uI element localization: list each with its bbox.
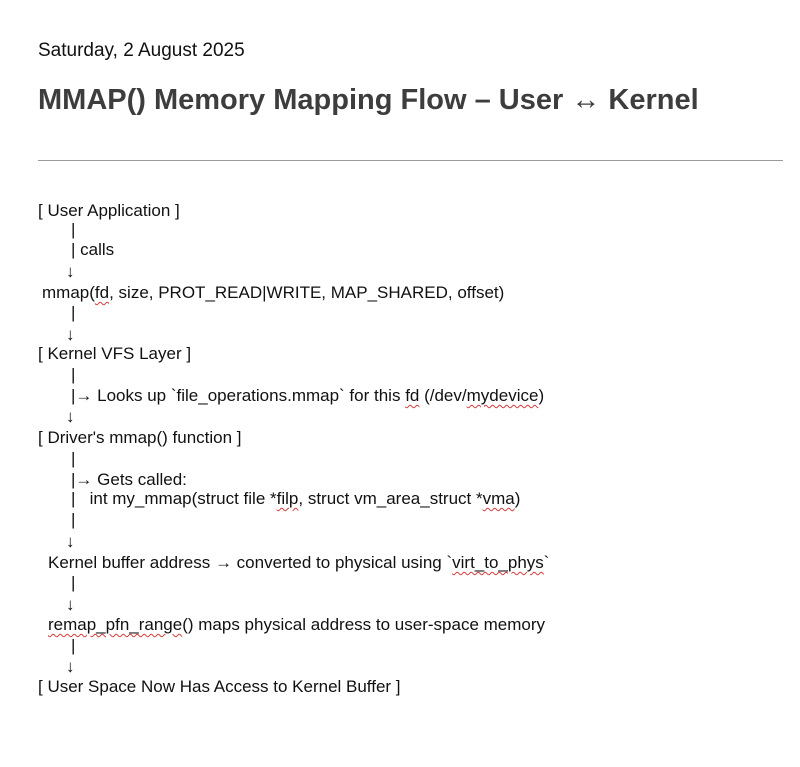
lookup-fd: fd	[405, 386, 420, 405]
title-divider	[38, 160, 783, 161]
mmap-call-line: mmap(fd, size, PROT_READ|WRITE, MAP_SHAR…	[42, 283, 504, 303]
remap-text: () maps physical address to user-space m…	[182, 615, 546, 634]
down-arrow: ↓	[66, 325, 75, 344]
signature-start: | int my_mmap(struct file *	[71, 489, 277, 508]
user-application-box: [ User Application ]	[38, 201, 180, 220]
down-arrow: ↓	[66, 407, 75, 426]
connector-line: |	[71, 220, 76, 239]
kernel-vfs-layer-box: [ Kernel VFS Layer ]	[38, 344, 192, 363]
kernel-buffer-text: Kernel buffer address → converted to phy…	[48, 553, 453, 572]
down-arrow: ↓	[66, 657, 75, 676]
mmap-args: , size, PROT_READ|WRITE, MAP_SHARED, off…	[109, 283, 505, 302]
remap-pfn-range-fn: remap_pfn_range	[48, 615, 183, 634]
lookup-line: |→ Looks up `file_operations.mmap` for t…	[71, 386, 544, 406]
connector-line: |	[71, 449, 76, 468]
connector-line: |	[71, 365, 76, 384]
kernel-buffer-close: `	[543, 553, 550, 572]
connector-line: |	[71, 303, 76, 322]
mmap-prefix: mmap(	[42, 283, 95, 302]
lookup-close: )	[538, 386, 545, 405]
lookup-text: |→ Looks up `file_operations.mmap` for t…	[71, 386, 406, 405]
signature-close: )	[514, 489, 521, 508]
calls-label: | calls	[71, 240, 115, 259]
page-title: MMAP() Memory Mapping Flow – User ↔ Kern…	[38, 84, 699, 116]
function-signature-line: | int my_mmap(struct file *filp, struct …	[71, 489, 520, 509]
signature-mid: , struct vm_area_struct *	[298, 489, 483, 508]
connector-line: |	[71, 636, 76, 655]
connector-line: |	[71, 510, 76, 529]
user-space-access-box: [ User Space Now Has Access to Kernel Bu…	[38, 677, 401, 696]
down-arrow: ↓	[66, 532, 75, 551]
down-arrow: ↓	[66, 595, 75, 614]
lookup-device: mydevice	[466, 386, 539, 405]
remap-line: remap_pfn_range() maps physical address …	[48, 615, 545, 635]
lookup-path: (/dev/	[419, 386, 467, 405]
signature-vma: vma	[482, 489, 515, 508]
mmap-fd-arg: fd	[94, 283, 110, 302]
gets-called-line: |→ Gets called:	[71, 470, 187, 489]
note-date: Saturday, 2 August 2025	[38, 40, 245, 61]
driver-mmap-box: [ Driver's mmap() function ]	[38, 428, 242, 447]
down-arrow: ↓	[66, 262, 75, 281]
signature-filp: filp	[276, 489, 299, 508]
connector-line: |	[71, 573, 76, 592]
virt-to-phys-fn: virt_to_phys	[452, 553, 544, 572]
kernel-buffer-line: Kernel buffer address → converted to phy…	[48, 553, 549, 573]
